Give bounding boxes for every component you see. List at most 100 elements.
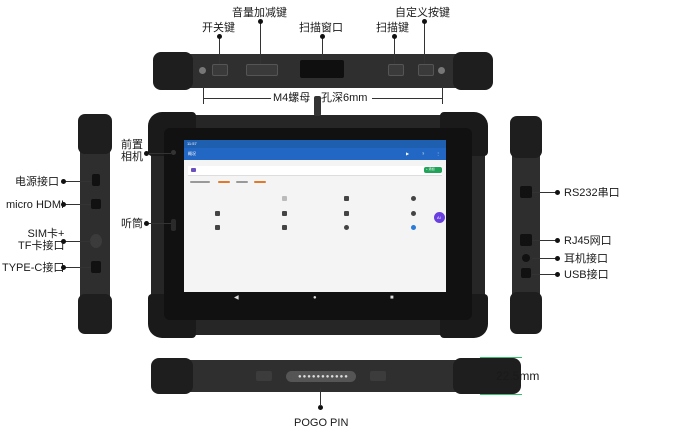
play-icon[interactable]: ▶: [406, 151, 410, 156]
rj45-port: [520, 234, 532, 246]
grid-icon-6[interactable]: [344, 211, 349, 216]
label-front-camera-line1: 前置: [121, 139, 143, 151]
label-scan-window: 扫描窗口: [299, 22, 343, 34]
grid-icon-3[interactable]: [411, 196, 416, 201]
front-camera: [171, 150, 176, 155]
grid-icon-8[interactable]: [215, 225, 220, 230]
rs232-port: [520, 186, 532, 198]
folder-icon: [191, 168, 196, 172]
leader-power-switch: [219, 36, 220, 64]
recents-icon[interactable]: ■: [390, 295, 394, 301]
status-bar: 11:57: [184, 140, 446, 148]
search-row: [188, 166, 442, 176]
grid-icon-4[interactable]: [215, 211, 220, 216]
pogo-pin-contacts: ●●●●●●●●●●●: [298, 374, 349, 380]
filter-chip-3: [236, 181, 248, 183]
leader-pogo-pin: [320, 388, 321, 406]
leader-micro-hdmi: [63, 204, 91, 205]
dot-headphone: [555, 256, 560, 261]
nav-bar: ◀ ● ■: [184, 292, 446, 304]
leader-headphone: [532, 258, 557, 259]
more-icon[interactable]: ⋮: [436, 151, 440, 156]
dim-line-left: [203, 98, 271, 99]
ai-badge-label: AI: [437, 215, 441, 220]
leader-scan-key: [394, 36, 395, 64]
thickness-line-bottom: [480, 394, 522, 395]
volume-button: [246, 64, 278, 76]
label-sim-tf-line2: TF卡接口: [18, 240, 65, 252]
label-hole-depth: 孔深6mm: [321, 92, 368, 104]
label-thickness: 22.5mm: [496, 369, 540, 383]
filter-chip-2: [218, 181, 230, 183]
left-edge-bottom-bumper: [78, 294, 112, 334]
dot-custom-key: [422, 19, 427, 24]
bottom-recess-left: [256, 371, 272, 381]
add-button-label: + 添加: [426, 167, 435, 171]
screw-hole-right: [438, 67, 445, 74]
dim-line-right: [372, 98, 442, 99]
app-bar: 概况 ▶ ? ⋮: [184, 148, 446, 160]
custom-button: [418, 64, 434, 76]
dot-front-camera: [144, 151, 149, 156]
label-scan-key: 扫描键: [376, 22, 409, 34]
app-title: 概况: [188, 151, 196, 156]
filter-chip-4: [254, 181, 266, 183]
help-icon[interactable]: ?: [422, 151, 425, 156]
grid-icon-7[interactable]: [411, 211, 416, 216]
label-rj45: RJ45网口: [564, 235, 612, 247]
headphone-port: [522, 254, 530, 262]
bottom-right-bumper: [453, 358, 521, 394]
label-type-c: TYPE-C接口: [2, 262, 65, 274]
left-edge-top-bumper: [78, 114, 112, 154]
top-right-bumper: [453, 52, 493, 90]
add-button[interactable]: + 添加: [424, 167, 442, 173]
label-sim-tf-line1: SIM卡+: [27, 228, 65, 240]
leader-usb: [532, 274, 557, 275]
grid-icon-2[interactable]: [344, 196, 349, 201]
right-edge-top-bumper: [510, 116, 542, 158]
earpiece: [171, 219, 176, 231]
usb-port: [521, 268, 531, 278]
tablet-screen: 11:57 概况 ▶ ? ⋮ + 添加 AI ◀ ● ■: [184, 140, 446, 304]
dot-earpiece: [144, 221, 149, 226]
ai-badge[interactable]: AI: [434, 212, 445, 223]
bottom-recess-right: [370, 371, 386, 381]
grid-icon-10[interactable]: [344, 225, 349, 230]
leader-scan-window: [322, 36, 323, 60]
home-icon[interactable]: ●: [313, 295, 317, 301]
pogo-pin-connector: [286, 371, 356, 382]
dot-rs232: [555, 190, 560, 195]
icon-grid: [184, 194, 446, 284]
label-power-switch: 开关键: [202, 22, 235, 34]
leader-rj45: [532, 240, 557, 241]
leader-custom-key: [424, 21, 425, 64]
dot-power-port: [61, 179, 66, 184]
power-port: [92, 174, 100, 186]
leader-volume: [260, 21, 261, 64]
micro-hdmi-port: [91, 199, 101, 209]
bottom-left-bumper: [151, 358, 193, 394]
screw-hole-left: [199, 67, 206, 74]
back-icon[interactable]: ◀: [234, 295, 239, 301]
leader-front-camera: [146, 153, 171, 154]
grid-icon-1[interactable]: [282, 196, 287, 201]
power-switch-button: [212, 64, 228, 76]
label-front-camera-line2: 相机: [121, 151, 143, 163]
sim-tf-slot: [90, 234, 102, 248]
label-micro-hdmi: micro HDMI: [6, 199, 65, 211]
label-headphone: 耳机接口: [564, 253, 608, 265]
grid-icon-11[interactable]: [411, 225, 416, 230]
label-sim-tf: SIM卡+ TF卡接口: [18, 228, 64, 252]
label-usb: USB接口: [564, 269, 609, 281]
dot-rj45: [555, 238, 560, 243]
grid-icon-5[interactable]: [282, 211, 287, 216]
label-pogo-pin: POGO PIN: [294, 417, 349, 429]
filter-row: [188, 180, 298, 185]
dot-scan-key: [392, 34, 397, 39]
type-c-port: [91, 261, 101, 273]
label-screw: M4螺母: [273, 92, 311, 104]
dot-sim-tf: [61, 239, 66, 244]
grid-icon-9[interactable]: [282, 225, 287, 230]
label-earpiece: 听筒: [121, 218, 143, 230]
scan-button: [388, 64, 404, 76]
